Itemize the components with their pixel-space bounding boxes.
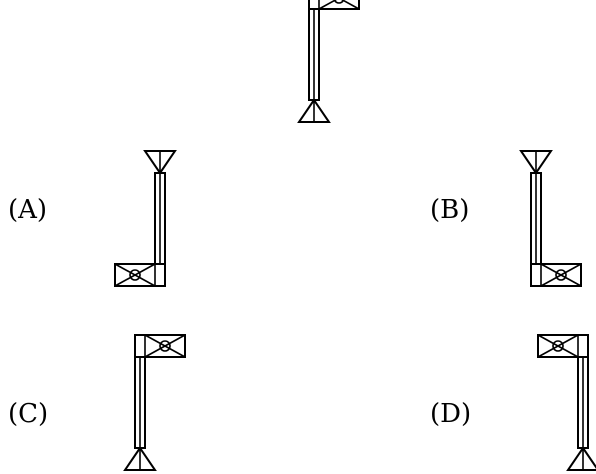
option-a-label: (A): [8, 195, 47, 225]
option-c-flag[interactable]: [124, 334, 186, 471]
option-d-label: (D): [430, 399, 471, 429]
option-b-label: (B): [430, 195, 469, 225]
option-d-flag[interactable]: [537, 334, 596, 471]
option-c-label: (C): [8, 399, 48, 429]
option-b-flag[interactable]: [520, 150, 582, 287]
question-flag: [298, 0, 360, 123]
option-a-flag[interactable]: [114, 150, 176, 287]
